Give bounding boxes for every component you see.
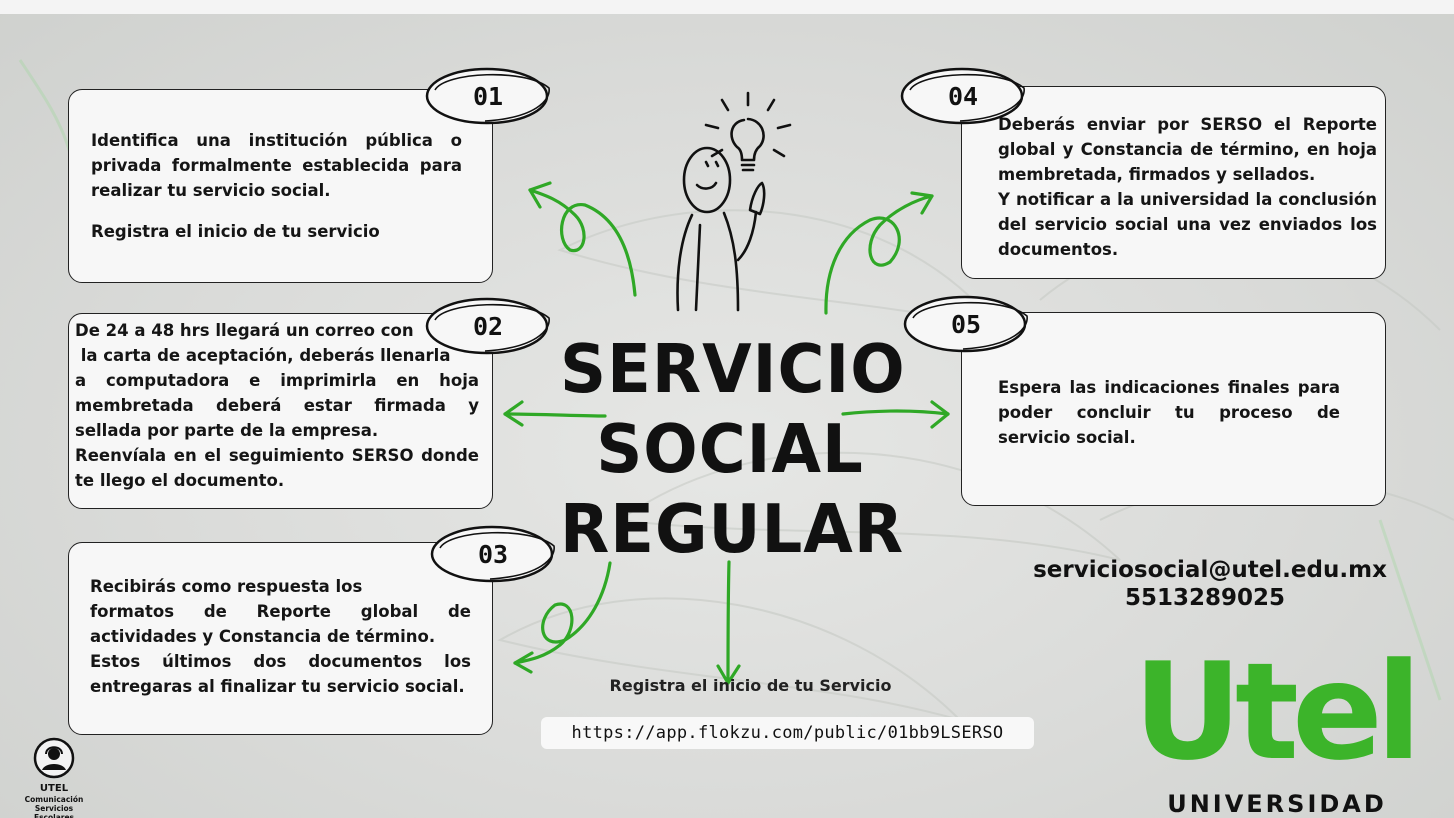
step-03-text: formatos de Reporte global de actividade…: [90, 602, 471, 646]
step-badge-01: 01: [425, 66, 555, 126]
utel-logo: Utel UNIVERSIDAD: [1098, 642, 1450, 818]
contact-email[interactable]: serviciosocial@utel.edu.mx: [1033, 557, 1387, 583]
main-title: SERVICIO SOCIAL REGULAR: [560, 330, 906, 570]
department-line-1: Comunicación: [24, 795, 84, 804]
step-02-text-2: Reenvíala en el seguimiento SERSO donde …: [75, 446, 479, 490]
step-card-02: De 24 a 48 hrs llegará un correo con la …: [68, 313, 493, 509]
title-line-1: SERVICIO: [560, 331, 906, 409]
department-brand: UTEL: [39, 783, 69, 794]
step-01-text-2: Registra el inicio de tu servicio: [91, 222, 380, 241]
step-badge-05: 05: [903, 294, 1033, 354]
step-02-line-1: De 24 a 48 hrs llegará un correo con: [75, 321, 414, 340]
department-logo: UTEL Comunicación Servicios Escolares: [14, 737, 94, 818]
step-05-text: Espera las indicaciones finales para pod…: [998, 378, 1340, 447]
step-card-04: Deberás enviar por SERSO el Reporte glob…: [961, 86, 1386, 279]
top-strip: [0, 0, 1454, 14]
utel-logo-word: Utel: [1133, 634, 1422, 790]
title-line-3: REGULAR: [560, 491, 905, 569]
step-03-line-1: Recibirás como respuesta los: [90, 577, 363, 596]
step-card-03: Recibirás como respuesta los formatos de…: [68, 542, 493, 735]
step-02-text: a computadora e imprimirla en hoja membr…: [75, 371, 479, 440]
register-url-link[interactable]: https://app.flokzu.com/public/01bb9LSERS…: [541, 717, 1034, 749]
step-card-01: Identifica una institución pública o pri…: [68, 89, 493, 283]
utel-logo-sub: UNIVERSIDAD: [1167, 790, 1387, 818]
step-number-01: 01: [472, 81, 504, 111]
contact-phone[interactable]: 5513289025: [1124, 585, 1286, 611]
step-04-text-2: Y notificar a la universidad la conclusi…: [998, 190, 1377, 259]
headset-user-icon: [33, 737, 75, 779]
step-card-05: Espera las indicaciones finales para pod…: [961, 312, 1386, 506]
register-label: Registra el inicio de tu Servicio: [609, 676, 892, 695]
step-number-05: 05: [950, 309, 982, 339]
step-number-03: 03: [477, 539, 509, 569]
step-badge-03: 03: [430, 524, 560, 584]
step-badge-02: 02: [425, 296, 555, 356]
step-badge-04: 04: [900, 66, 1030, 126]
title-line-2: SOCIAL: [596, 411, 864, 489]
step-number-04: 04: [947, 81, 979, 111]
step-01-text: Identifica una institución pública o pri…: [91, 131, 462, 200]
department-line-2: Servicios Escolares: [33, 804, 75, 818]
step-03-text-2: Estos últimos dos documentos los entrega…: [90, 652, 471, 696]
step-number-02: 02: [472, 311, 504, 341]
step-02-line-2: la carta de aceptación, deberás llenarla: [75, 346, 451, 365]
step-04-text: Deberás enviar por SERSO el Reporte glob…: [998, 115, 1377, 184]
